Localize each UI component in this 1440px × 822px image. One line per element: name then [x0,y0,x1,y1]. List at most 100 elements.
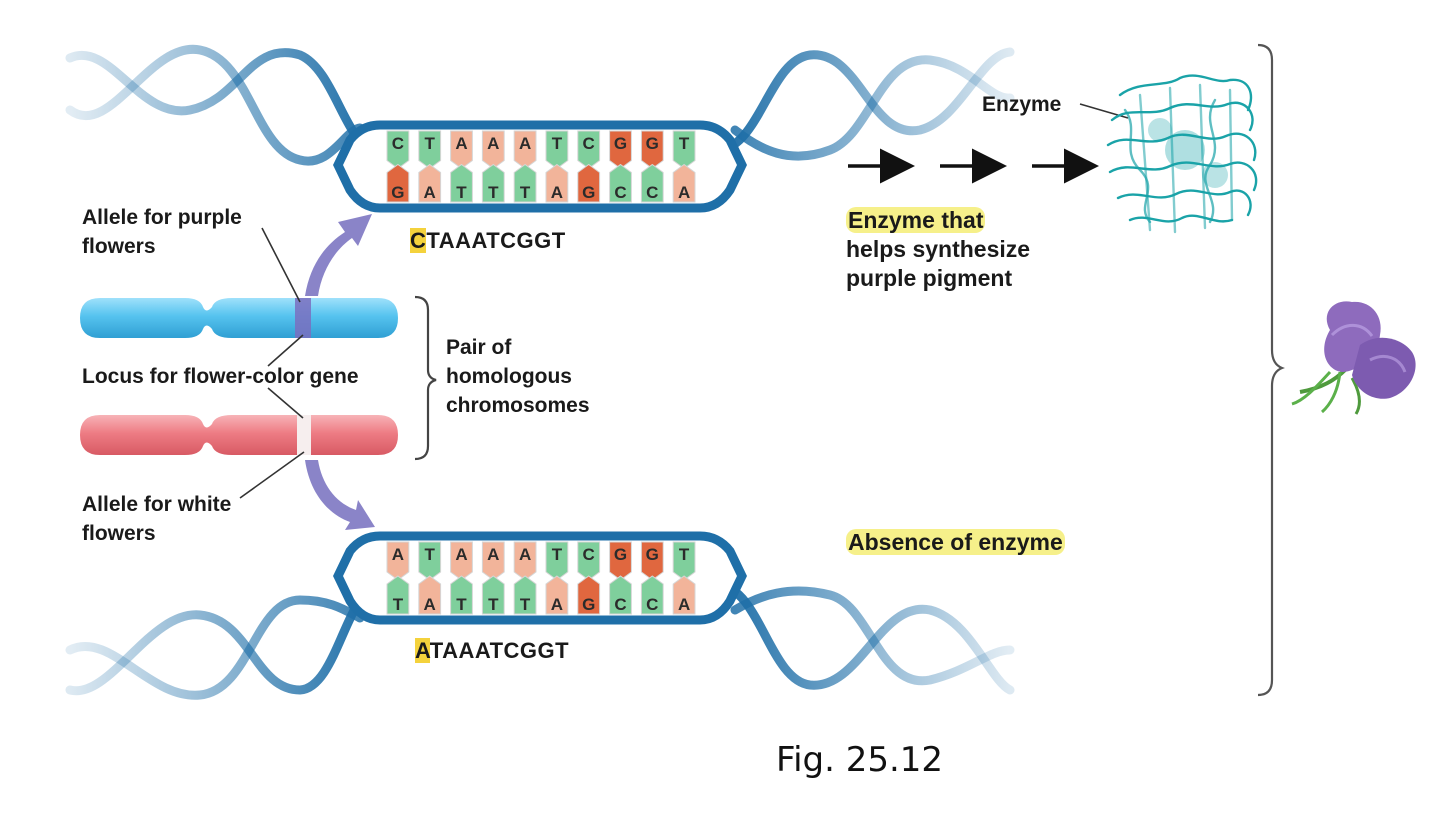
white-bottom-letter-10: A [678,595,690,614]
purple-bottom-letter-7: G [582,183,595,202]
white-top-base-3 [450,541,473,581]
purple-bottom-base-7 [577,163,601,203]
figure-caption: Fig. 25.12 [776,740,944,780]
white-bottom-base-1 [386,575,410,615]
sequence-white-rest: TAAATCGGT [429,638,570,663]
purple-top-letter-8: G [614,134,627,153]
purple-top-base-5 [513,130,537,170]
white-bottom-letter-2: A [424,595,436,614]
chromosome-red [80,415,398,455]
purple-top-letter-5: A [519,134,531,153]
chromosome-pair [80,295,437,461]
chromosome-blue [80,298,398,338]
purple-top-letter-1: C [392,134,404,153]
purple-bottom-base-8 [609,163,632,203]
purple-bottom-base-1 [386,163,410,203]
label-enzyme-description: Enzyme that helps synthesize purple pigm… [846,206,1030,293]
sequence-purple-rest: TAAATCGGT [426,228,566,253]
white-top-letter-2: T [425,545,436,564]
purple-bottom-base-10 [672,163,696,203]
purple-top-base-8 [609,130,632,170]
purple-bottom-letter-4: T [488,183,499,202]
label-enzyme-desc-line3: purple pigment [846,265,1013,291]
white-bottom-base-10 [672,575,696,615]
white-top-base-4 [481,541,505,581]
white-bottom-base-8 [609,575,632,615]
white-top-base-9 [640,541,664,581]
white-allele-band [297,415,311,455]
purple-bottom-base-5 [513,163,537,203]
white-top-letter-8: G [614,545,627,564]
purple-bottom-letter-5: T [520,183,531,202]
label-pair-line3: chromosomes [446,394,590,417]
purple-bottom-letter-1: G [391,183,404,202]
purple-bottom-base-3 [450,163,473,203]
white-top-letter-1: A [392,545,404,564]
label-enzyme-desc-line2: helps synthesize [846,236,1031,262]
white-top-base-6 [545,541,569,581]
label-allele-purple: Allele for purple flowers [82,203,242,261]
purple-top-base-3 [450,130,473,170]
white-bottom-base-6 [545,575,569,615]
white-top-letter-5: A [519,545,531,564]
white-top-letter-6: T [552,545,563,564]
white-top-letter-10: T [679,545,690,564]
white-bottom-base-5 [513,575,537,615]
purple-top-letter-9: G [646,134,659,153]
label-allele-purple-line1: Allele for purple [82,206,242,229]
white-top-letter-3: A [455,545,467,564]
purple-top-base-10 [672,130,696,170]
sequence-purple-first: C [410,228,427,253]
arrow-to-top-dna [305,214,372,296]
purple-top-letter-10: T [679,134,690,153]
white-bottom-letter-3: T [456,595,467,614]
purple-bottom-letter-3: T [456,183,467,202]
white-bottom-letter-5: T [520,595,531,614]
label-pair-line1: Pair of [446,336,512,359]
purple-bottom-base-4 [481,163,505,203]
purple-bottom-letter-8: C [614,183,626,202]
pointer-white-allele [239,451,305,499]
label-locus: Locus for flower-color gene [82,365,359,388]
helix-right-bottom [715,580,1015,695]
purple-top-base-7 [577,130,601,170]
purple-bottom-letter-6: A [551,183,563,202]
purple-top-letter-2: T [425,134,436,153]
white-bottom-letter-6: A [551,595,563,614]
label-allele-purple-line2: flowers [82,235,156,258]
purple-top-letter-7: C [583,134,595,153]
white-bottom-base-9 [640,575,664,615]
white-bottom-base-4 [481,575,505,615]
white-bottom-letter-1: T [393,595,404,614]
sequence-white-first: A [415,638,430,663]
white-top-base-2 [418,541,442,581]
sequence-white: ATAAATCGGT [415,638,569,664]
purple-top-letter-4: A [487,134,499,153]
purple-top-base-2 [418,130,442,170]
white-bottom-base-2 [418,575,442,615]
purple-bottom-base-2 [418,163,442,203]
purple-top-letter-6: T [552,134,563,153]
arrow-to-bottom-dna [305,460,375,530]
white-top-letter-7: C [583,545,595,564]
purple-top-base-6 [545,130,569,170]
label-absence: Absence of enzyme [846,528,1065,557]
white-bottom-base-3 [450,575,473,615]
white-bottom-letter-7: G [582,595,595,614]
allele-arrows [305,214,375,530]
white-top-letter-4: A [487,545,499,564]
helix-left-bottom [65,580,380,700]
label-allele-white: Allele for white flowers [82,490,231,548]
pointer-purple-allele [261,227,301,303]
helix-right-top [715,47,1015,161]
label-allele-white-line2: flowers [82,522,156,545]
label-enzyme: Enzyme [982,93,1062,116]
white-bottom-letter-9: C [646,595,658,614]
sequence-purple: CTAAATCGGT [410,228,566,254]
purple-top-base-9 [640,130,664,170]
